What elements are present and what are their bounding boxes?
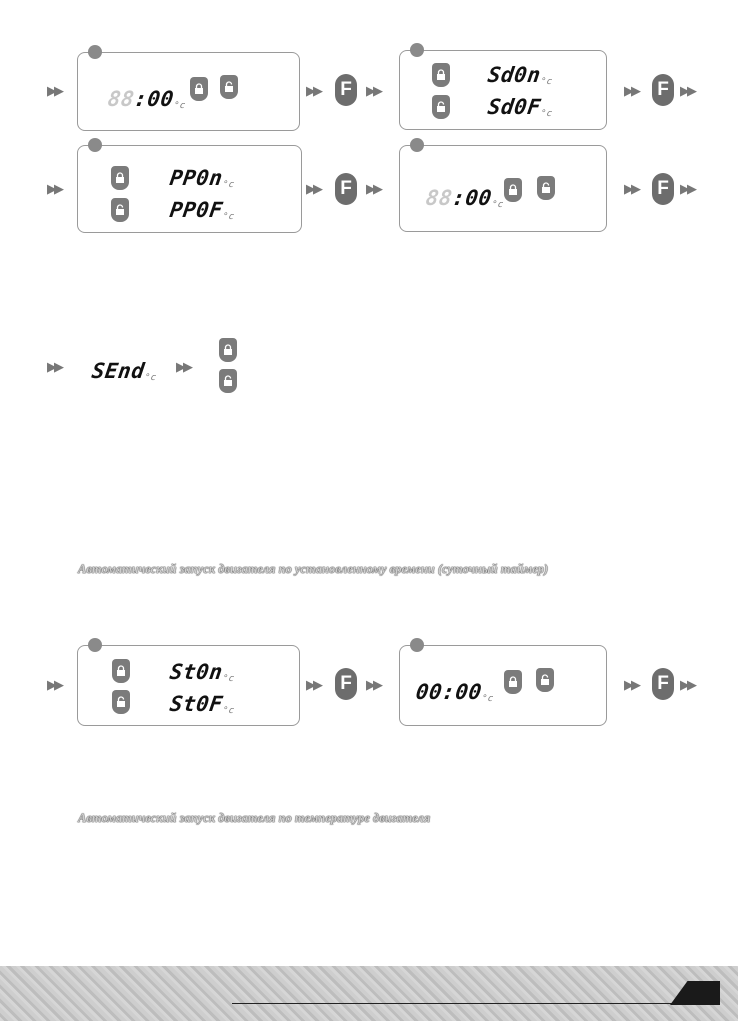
section-caption-daily-timer: Автоматический запуск двигателя по устан…: [78, 562, 548, 577]
lcd-line-1: PP0n°c: [168, 166, 237, 190]
f-button[interactable]: F: [335, 74, 357, 106]
unlock-icon: [224, 81, 234, 92]
lcd-screen-c: PP0n°c PP0F°c: [77, 145, 302, 233]
lock-key[interactable]: [219, 338, 237, 362]
lcd-send-readout: SEnd°c: [90, 359, 159, 383]
unlock-icon: [541, 182, 551, 193]
lcd-line-2: Sd0F°c: [486, 95, 555, 119]
lcd-line-1: St0n°c: [168, 660, 237, 684]
double-arrow-icon: ▶▶: [680, 182, 694, 197]
lcd-screen-b: Sd0n°c Sd0F°c: [399, 50, 607, 130]
step-badge: [410, 43, 424, 57]
double-arrow-icon: ▶▶: [366, 84, 380, 99]
f-button[interactable]: F: [652, 173, 674, 205]
lcd-line-2: St0F°c: [168, 692, 237, 716]
lock-icon: [508, 676, 518, 687]
lock-icon: [436, 69, 446, 80]
lcd-screen-f: 00:00°c: [399, 645, 607, 726]
double-arrow-icon: ▶▶: [306, 182, 320, 197]
unlock-icon: [540, 674, 550, 685]
double-arrow-icon: ▶▶: [47, 182, 61, 197]
lock-icon: [115, 172, 125, 183]
double-arrow-icon: ▶▶: [306, 84, 320, 99]
lock-icon: [508, 184, 518, 195]
section-caption-engine-temp: Автоматический запуск двигателя по темпе…: [78, 811, 430, 826]
lock-key[interactable]: [112, 659, 130, 683]
unlock-key[interactable]: [111, 198, 129, 222]
lock-key[interactable]: [504, 178, 522, 202]
step-badge: [88, 138, 102, 152]
double-arrow-icon: ▶▶: [680, 84, 694, 99]
lock-key[interactable]: [190, 77, 208, 101]
double-arrow-icon: ▶▶: [624, 182, 638, 197]
unlock-icon: [116, 696, 126, 707]
f-button[interactable]: F: [652, 74, 674, 106]
lcd-line-1: Sd0n°c: [486, 63, 555, 87]
unlock-icon: [436, 101, 446, 112]
double-arrow-icon: ▶▶: [306, 678, 320, 693]
step-badge: [88, 45, 102, 59]
lock-icon: [223, 344, 233, 355]
double-arrow-icon: ▶▶: [680, 678, 694, 693]
f-button[interactable]: F: [335, 173, 357, 205]
lcd-readout: 88:00°c: [106, 87, 188, 111]
unlock-key[interactable]: [537, 176, 555, 200]
page-footer-texture: [0, 966, 738, 1021]
lock-key[interactable]: [504, 670, 522, 694]
unlock-key[interactable]: [220, 75, 238, 99]
lcd-screen-a: 88:00°c: [77, 52, 300, 131]
step-badge: [88, 638, 102, 652]
double-arrow-icon: ▶▶: [624, 84, 638, 99]
double-arrow-icon: ▶▶: [624, 678, 638, 693]
double-arrow-icon: ▶▶: [47, 360, 61, 375]
lcd-screen-d: 88:00°c: [399, 145, 607, 232]
lcd-line-2: PP0F°c: [168, 198, 237, 222]
double-arrow-icon: ▶▶: [47, 678, 61, 693]
lock-key[interactable]: [432, 63, 450, 87]
f-button[interactable]: F: [335, 668, 357, 700]
double-arrow-icon: ▶▶: [366, 182, 380, 197]
step-badge: [410, 138, 424, 152]
lcd-readout: 88:00°c: [424, 186, 506, 210]
unlock-key[interactable]: [536, 668, 554, 692]
unlock-icon: [115, 204, 125, 215]
f-button[interactable]: F: [652, 668, 674, 700]
lock-key[interactable]: [111, 166, 129, 190]
step-badge: [410, 638, 424, 652]
unlock-key[interactable]: [432, 95, 450, 119]
unlock-key[interactable]: [112, 690, 130, 714]
lock-icon: [194, 83, 204, 94]
unlock-key[interactable]: [219, 369, 237, 393]
footer-rule: [232, 1003, 682, 1004]
unlock-icon: [223, 375, 233, 386]
lcd-readout: 00:00°c: [414, 680, 496, 704]
double-arrow-icon: ▶▶: [176, 360, 190, 375]
double-arrow-icon: ▶▶: [366, 678, 380, 693]
double-arrow-icon: ▶▶: [47, 84, 61, 99]
lock-icon: [116, 665, 126, 676]
lcd-screen-e: St0n°c St0F°c: [77, 645, 300, 726]
